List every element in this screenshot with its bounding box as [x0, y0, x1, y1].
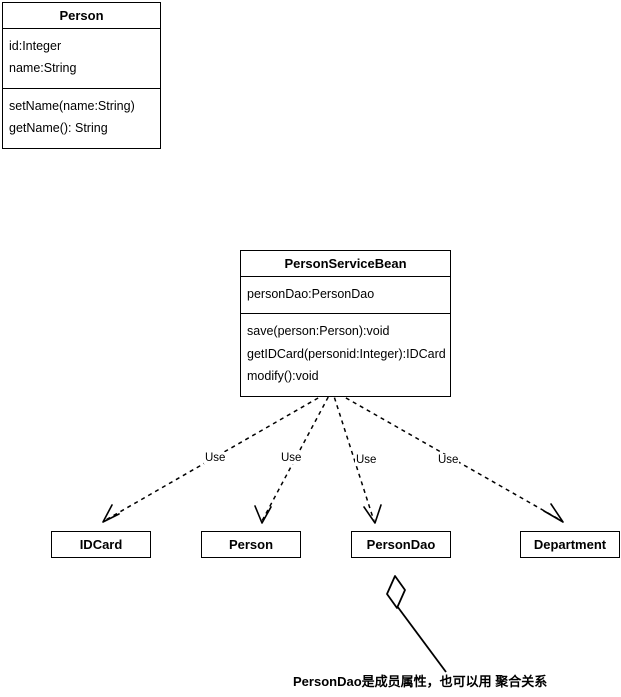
annotation-note-persondao: PersonDao是成员属性，也可以用 聚合关系: [293, 674, 548, 689]
class-box-person-bottom[interactable]: Person: [201, 531, 301, 558]
class-attributes-person-top: id:Integer name:String: [3, 27, 160, 88]
class-box-department[interactable]: Department: [520, 531, 620, 558]
class-title-person-service-bean: PersonServiceBean: [284, 256, 407, 271]
class-method: modify():void: [247, 369, 319, 384]
class-box-person-service-bean[interactable]: PersonServiceBean personDao:PersonDao sa…: [240, 250, 451, 398]
edge-label-use-department: Use: [437, 454, 460, 466]
class-attribute: id:Integer: [9, 38, 62, 53]
class-method: getIDCard(personid:Integer):IDCard: [247, 346, 446, 361]
class-method: setName(name:String): [9, 98, 135, 113]
class-box-persondao[interactable]: PersonDao: [351, 531, 451, 558]
dependency-arrow-persondao: [331, 389, 382, 524]
class-box-idcard[interactable]: IDCard: [51, 531, 151, 558]
class-method: save(person:Person):void: [247, 324, 390, 339]
aggregation-connector-persondao: [386, 575, 447, 673]
class-attributes-person-service-bean: personDao:PersonDao: [241, 275, 450, 314]
class-box-person-top[interactable]: Person id:Integer name:String setName(na…: [2, 2, 161, 150]
class-methods-person-top: setName(name:String) getName(): String: [3, 87, 160, 148]
edge-label-use-idcard: Use: [204, 452, 227, 464]
dependency-arrow-department: [331, 389, 564, 523]
edge-label-use-person: Use: [280, 452, 303, 464]
class-attribute: personDao:PersonDao: [247, 286, 375, 301]
class-method: getName(): String: [9, 121, 108, 136]
class-title-person-top: Person: [59, 8, 104, 23]
class-attribute: name:String: [9, 61, 77, 76]
edge-label-use-persondao: Use: [355, 454, 378, 466]
class-methods-person-service-bean: save(person:Person):void getIDCard(perso…: [241, 313, 450, 396]
